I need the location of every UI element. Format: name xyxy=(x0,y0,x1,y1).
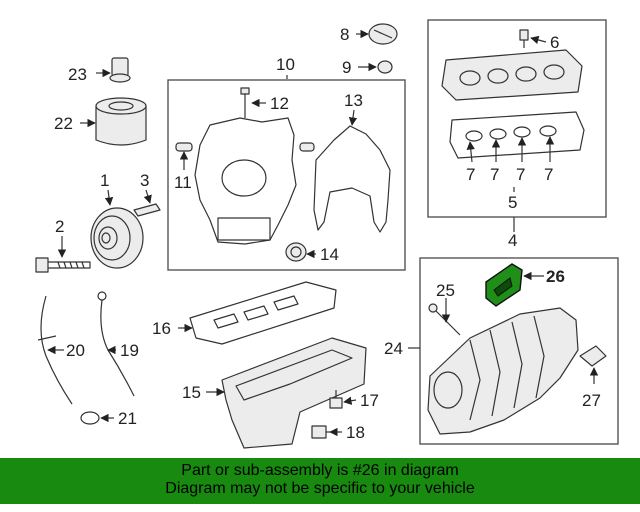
callout-22: 22 xyxy=(54,114,73,133)
dipstick-handle xyxy=(97,291,107,301)
manifold-bolt-part xyxy=(428,303,461,336)
callout-23: 23 xyxy=(68,65,87,84)
callout-25: 25 xyxy=(436,281,455,300)
dipstick-tube-bracket xyxy=(37,335,57,341)
callout-10: 10 xyxy=(276,55,295,74)
windage-tray-holes xyxy=(213,295,299,329)
crank-key-part xyxy=(133,203,161,217)
banner-line-2: Diagram may not be specific to your vehi… xyxy=(165,480,475,497)
callout-5: 5 xyxy=(508,193,517,212)
callout-26: 26 xyxy=(546,267,565,286)
timing-cover-seal-bore xyxy=(221,159,267,197)
valve-cover-gasket-part xyxy=(449,111,585,159)
banner-line-1: Part or sub-assembly is #26 in diagram xyxy=(181,462,459,479)
callout-9: 9 xyxy=(342,58,351,77)
dipstick-tube-part xyxy=(40,295,73,405)
callout-7-c: 7 xyxy=(516,165,525,184)
callout-8: 8 xyxy=(340,25,349,44)
dowel-part-b xyxy=(299,142,315,152)
callout-3: 3 xyxy=(140,171,149,190)
leader-lines xyxy=(47,29,599,437)
info-banner: Part or sub-assembly is #26 in diagram D… xyxy=(0,458,640,504)
callout-11: 11 xyxy=(174,173,192,192)
timing-cover-part xyxy=(194,117,297,245)
pcv-valve-part xyxy=(519,29,529,48)
callout-7-b: 7 xyxy=(490,165,499,184)
callout-13: 13 xyxy=(344,91,363,110)
intake-manifold-part xyxy=(427,307,579,435)
crank-bolt-part xyxy=(35,257,91,273)
intake-manifold-runners xyxy=(433,315,545,421)
callout-27: 27 xyxy=(582,391,601,410)
callout-20: 20 xyxy=(66,341,85,360)
windage-tray-part xyxy=(189,281,337,345)
callout-19: 19 xyxy=(120,341,139,360)
oil-filter-cap-part xyxy=(109,57,131,83)
drain-plug-part xyxy=(329,390,343,409)
o-ring-part xyxy=(80,411,100,425)
callout-7-d: 7 xyxy=(544,165,553,184)
callout-12: 12 xyxy=(270,94,289,113)
sensor-part xyxy=(579,345,607,367)
callout-15: 15 xyxy=(182,383,201,402)
oil-pan-part xyxy=(221,337,367,449)
intake-manifold-group-box xyxy=(419,257,619,445)
timing-cover-group-box xyxy=(167,79,406,271)
timing-cover-pan-face xyxy=(217,217,271,241)
callout-18: 18 xyxy=(346,423,365,442)
throttle-body-gasket-hole xyxy=(493,277,513,297)
valve-cover-ribs xyxy=(459,64,565,86)
callout-14: 14 xyxy=(320,245,339,264)
valve-cover-group-box xyxy=(427,19,607,218)
callout-17: 17 xyxy=(360,391,379,410)
crank-pulley-part xyxy=(90,207,144,269)
oil-pan-flange xyxy=(235,349,353,401)
spark-plug-seals-part xyxy=(465,125,557,142)
oil-filler-cap-part xyxy=(368,23,398,45)
callout-7-a: 7 xyxy=(466,165,475,184)
callout-6: 6 xyxy=(550,33,559,52)
front-seal-part xyxy=(285,242,307,262)
oil-filter-part xyxy=(95,97,147,146)
callout-2: 2 xyxy=(55,217,64,236)
parts-diagram: 23 22 1 3 2 10 12 13 11 14 8 9 6 7 7 7 7… xyxy=(35,19,619,449)
callout-16: 16 xyxy=(152,319,171,338)
callout-4: 4 xyxy=(508,231,517,250)
dowel-part xyxy=(175,142,193,152)
callout-24: 24 xyxy=(384,339,403,358)
callout-1: 1 xyxy=(100,171,109,190)
timing-cover-bolt-part xyxy=(240,87,250,118)
valve-cover-part xyxy=(441,49,583,101)
grommet-part xyxy=(377,60,393,74)
callout-21: 21 xyxy=(118,409,137,428)
timing-cover-gasket-part xyxy=(313,125,391,233)
